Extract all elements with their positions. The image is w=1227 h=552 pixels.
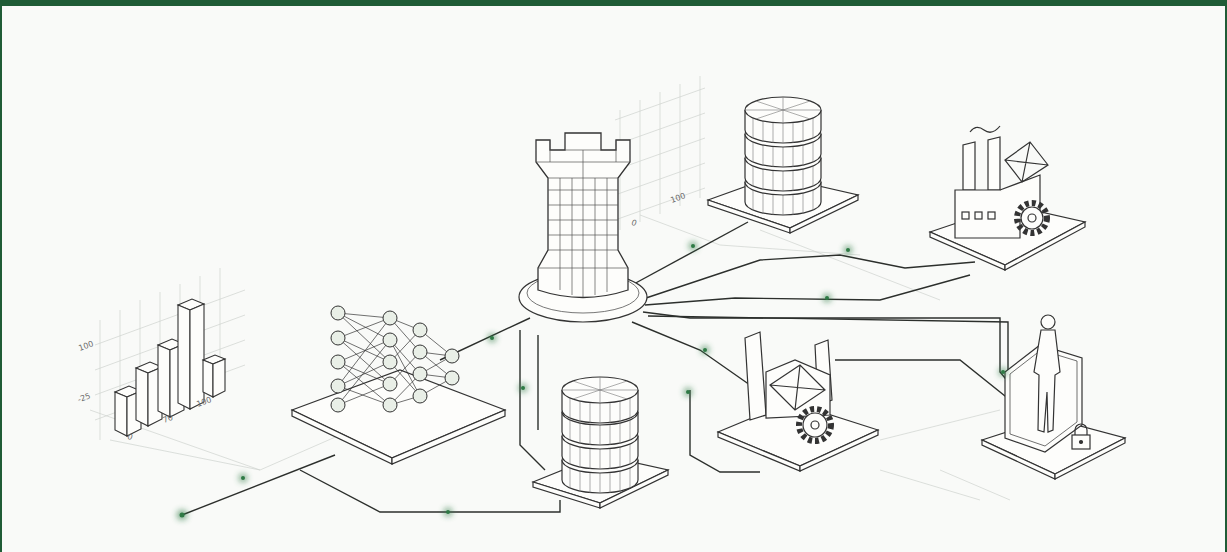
background-grid	[90, 76, 1010, 500]
axis-tick-label: 100	[669, 191, 686, 205]
axis-tick-label: 0	[126, 432, 134, 442]
axis-tick-label: 0	[630, 218, 638, 228]
frame-edge	[0, 0, 2, 552]
platforms	[292, 176, 1125, 508]
frame-edge	[1225, 0, 1227, 552]
factory-icon	[955, 126, 1048, 238]
axis-tick-label: 100	[77, 339, 94, 353]
glow-dots	[177, 242, 1007, 520]
bar-chart-icon	[115, 299, 225, 436]
secure-person-icon	[1005, 315, 1090, 452]
database-icon	[562, 377, 638, 493]
rook-tower-icon	[519, 133, 647, 322]
top-bar	[0, 0, 1227, 6]
neural-network-icon	[331, 306, 459, 412]
axis-tick-label: -25	[76, 392, 91, 405]
factory-icon	[745, 332, 832, 441]
database-icon	[745, 97, 821, 215]
